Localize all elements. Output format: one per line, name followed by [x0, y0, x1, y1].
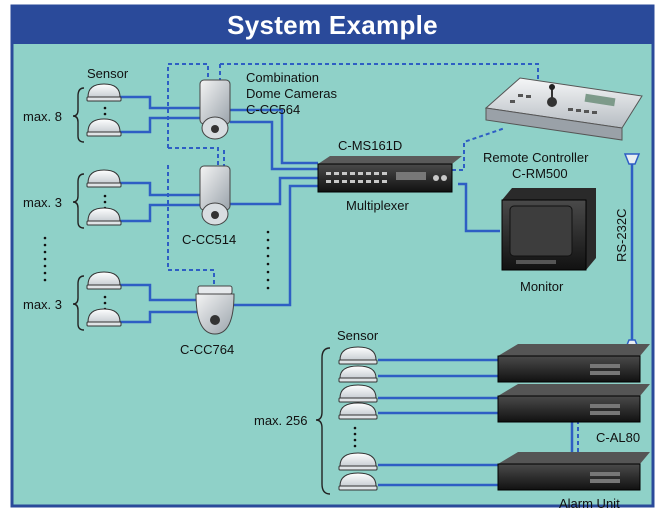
- max-256-label: max. 256: [254, 413, 308, 428]
- sensor-icon: [338, 402, 378, 420]
- sensor-icon: [338, 452, 378, 471]
- alarm-unit-label: Alarm Unit: [559, 496, 620, 511]
- title-banner: [12, 6, 653, 44]
- sensor-icons-alarm: [338, 346, 378, 491]
- camera-c-cc764-label: C-CC764: [180, 342, 235, 357]
- alarm-sensor-group-label: Sensor: [337, 328, 379, 343]
- max-3-label-b: max. 3: [23, 297, 63, 312]
- camera-c-cc514-icon: [199, 165, 231, 226]
- camera-c-cc564-icon: [199, 79, 231, 140]
- sensor-group-label: Sensor: [87, 66, 129, 81]
- monitor-icon: [501, 188, 596, 271]
- camera-c-cc764-icon: [195, 285, 235, 335]
- monitor-label: Monitor: [520, 279, 564, 294]
- multiplexer-model-label: C-MS161D: [338, 138, 403, 153]
- sensor-icon: [86, 118, 122, 137]
- sensor-icon: [338, 384, 378, 403]
- sensor-icon: [338, 346, 378, 365]
- alarm-unit-icon: [497, 384, 650, 423]
- multiplexer-label: Multiplexer: [346, 198, 409, 213]
- sensor-icon: [86, 169, 122, 188]
- sensor-icon: [338, 365, 378, 383]
- remote-controller-label: Remote Controller: [483, 150, 589, 165]
- alarm-unit-icon: [497, 452, 650, 491]
- remote-controller-icon: [484, 77, 643, 141]
- sensor-icon: [86, 308, 122, 327]
- page-title: System Example: [227, 9, 438, 40]
- sensor-icon: [86, 83, 122, 102]
- sensor-icons-left: [86, 83, 122, 327]
- alarm-unit-icon: [497, 344, 650, 383]
- remote-controller-model-label: C-RM500: [512, 166, 568, 181]
- multiplexer-icon: [317, 156, 462, 193]
- sensor-icon: [86, 207, 122, 226]
- combo-camera-label-1: Combination: [246, 70, 319, 85]
- max-8-label: max. 8: [23, 109, 63, 124]
- sensor-icon: [86, 271, 122, 290]
- control-wiring: [167, 63, 579, 452]
- rs232c-label: RS-232C: [614, 208, 629, 262]
- combo-camera-label-2: Dome Cameras: [246, 86, 338, 101]
- combo-camera-label-3: C-CC564: [246, 102, 301, 117]
- alarm-expansion-label: C-AL80: [596, 430, 641, 445]
- camera-c-cc514-label: C-CC514: [182, 232, 237, 247]
- video-wiring: [120, 95, 634, 487]
- group-braces: [72, 87, 331, 495]
- max-3-label-a: max. 3: [23, 195, 63, 210]
- sensor-icon: [338, 472, 378, 491]
